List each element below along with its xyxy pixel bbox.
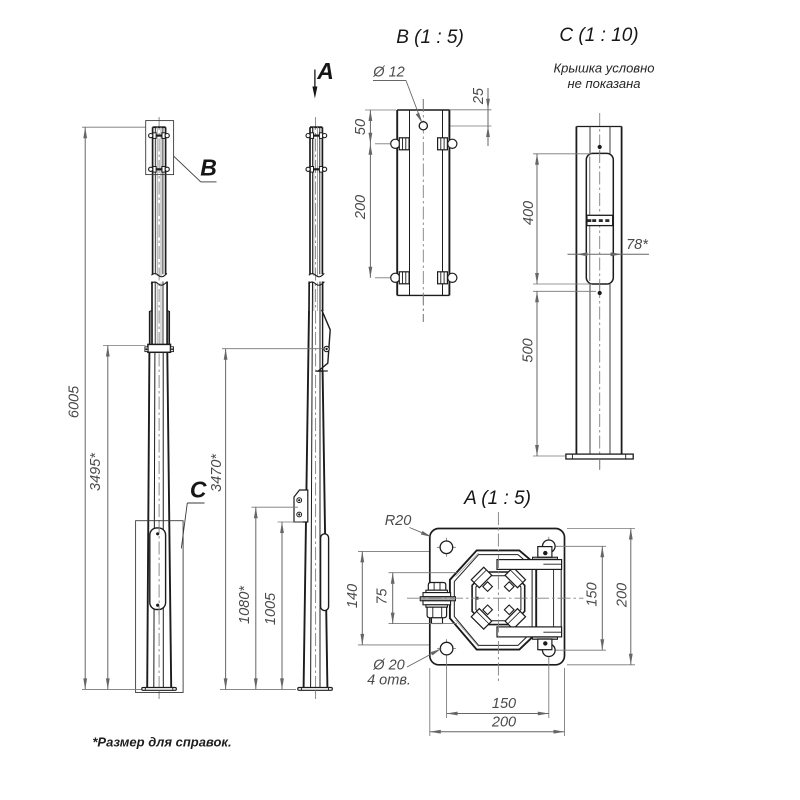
svg-text:200: 200 — [353, 195, 369, 220]
svg-text:150: 150 — [584, 582, 600, 606]
svg-text:75: 75 — [375, 588, 391, 605]
svg-text:A: A — [316, 58, 334, 84]
svg-text:4 отв.: 4 отв. — [367, 673, 411, 689]
svg-text:3495*: 3495* — [88, 452, 104, 491]
svg-text:Ø 20: Ø 20 — [372, 658, 404, 674]
svg-text:Ø 12: Ø 12 — [372, 65, 404, 81]
svg-text:Крышка условно: Крышка условно — [554, 61, 655, 76]
svg-text:не показана: не показана — [568, 76, 641, 91]
svg-text:25: 25 — [471, 87, 487, 105]
svg-text:1080*: 1080* — [237, 585, 253, 624]
svg-text:B (1 : 5): B (1 : 5) — [396, 27, 464, 48]
svg-text:6005: 6005 — [66, 385, 82, 418]
svg-text:50: 50 — [353, 119, 369, 135]
svg-text:1005: 1005 — [263, 592, 279, 625]
svg-text:200: 200 — [491, 715, 516, 731]
svg-text:78*: 78* — [626, 237, 649, 253]
svg-text:500: 500 — [521, 338, 537, 362]
svg-text:A (1 : 5): A (1 : 5) — [463, 488, 531, 509]
svg-text:140: 140 — [345, 584, 361, 608]
svg-text:150: 150 — [492, 696, 516, 712]
svg-text:C: C — [190, 477, 207, 503]
svg-text:200: 200 — [614, 583, 630, 608]
svg-text:*Размер для справок.: *Размер для справок. — [92, 735, 231, 750]
svg-text:3470*: 3470* — [209, 453, 225, 492]
svg-text:C (1 : 10): C (1 : 10) — [559, 25, 638, 46]
svg-text:400: 400 — [521, 201, 537, 225]
svg-text:R20: R20 — [385, 513, 412, 529]
svg-text:B: B — [200, 155, 217, 181]
